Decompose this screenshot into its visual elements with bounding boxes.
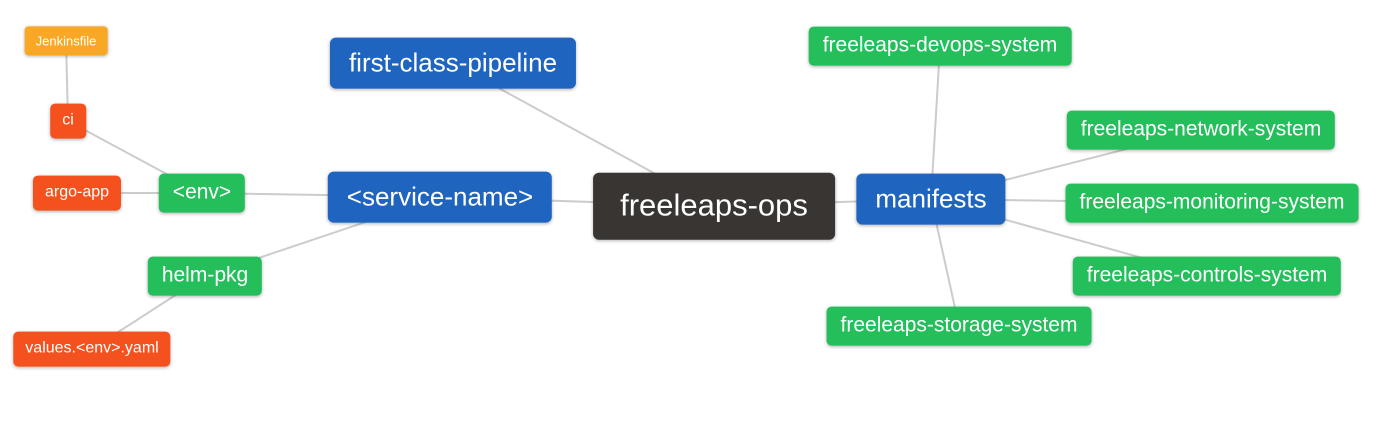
node-ci[interactable]: ci <box>50 103 86 139</box>
node-freeleaps-ops[interactable]: freeleaps-ops <box>593 172 835 240</box>
node-helm-pkg[interactable]: helm-pkg <box>147 256 263 296</box>
node-env[interactable]: <env> <box>158 173 246 213</box>
node-jenkinsfile[interactable]: Jenkinsfile <box>24 26 108 56</box>
node-values-env-yaml[interactable]: values.<env>.yaml <box>13 331 171 367</box>
node-argo-app[interactable]: argo-app <box>32 175 122 211</box>
node-service-name[interactable]: <service-name> <box>327 171 553 223</box>
edge-manifests-freeleaps-devops-system <box>930 45 941 200</box>
node-freeleaps-storage-system[interactable]: freeleaps-storage-system <box>826 306 1092 346</box>
node-manifests[interactable]: manifests <box>856 173 1006 225</box>
node-freeleaps-devops-system[interactable]: freeleaps-devops-system <box>808 26 1072 66</box>
node-freeleaps-monitoring-system[interactable]: freeleaps-monitoring-system <box>1065 183 1359 223</box>
node-freeleaps-controls-system[interactable]: freeleaps-controls-system <box>1072 256 1342 296</box>
node-first-class-pipeline[interactable]: first-class-pipeline <box>329 37 577 89</box>
node-freeleaps-network-system[interactable]: freeleaps-network-system <box>1066 110 1336 150</box>
